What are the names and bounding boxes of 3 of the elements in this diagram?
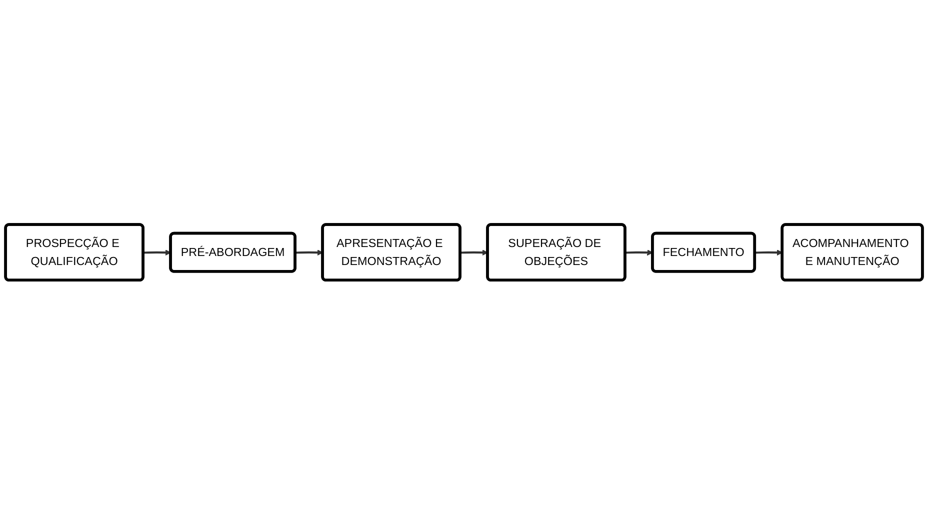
arrow <box>143 250 172 256</box>
arrow <box>754 250 783 256</box>
arrow <box>295 250 324 256</box>
